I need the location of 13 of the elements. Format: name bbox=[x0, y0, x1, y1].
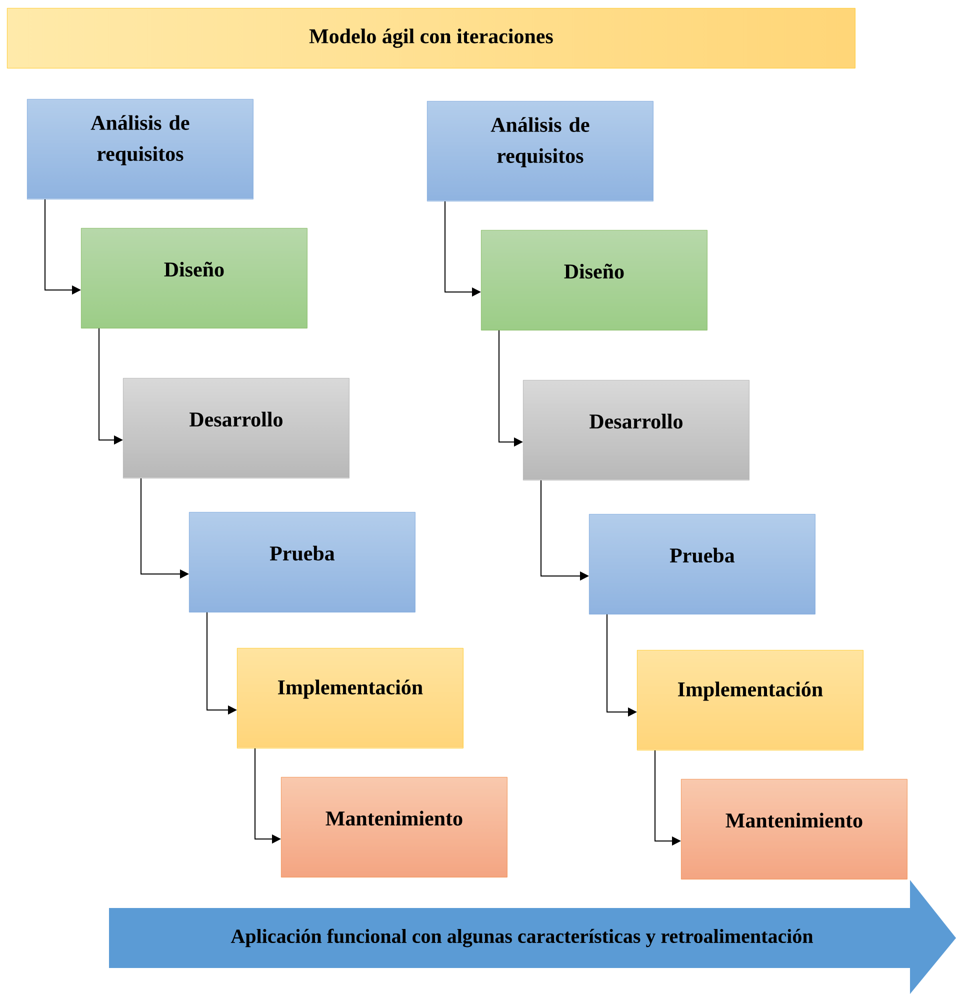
process-box: Análisis de requisitos bbox=[427, 101, 654, 202]
title-banner: Modelo ágil con iteraciones bbox=[7, 8, 856, 68]
process-box: Mantenimiento bbox=[681, 779, 908, 880]
process-box: Implementación bbox=[237, 648, 464, 748]
process-box: Prueba bbox=[189, 512, 416, 612]
process-box: Diseño bbox=[481, 230, 708, 330]
process-box: Análisis de requisitos bbox=[27, 99, 254, 200]
process-box: Prueba bbox=[589, 514, 816, 614]
process-box: Diseño bbox=[81, 228, 308, 328]
process-box: Desarrollo bbox=[523, 380, 750, 480]
process-box: Desarrollo bbox=[123, 378, 350, 478]
process-box: Implementación bbox=[637, 650, 864, 750]
process-box: Mantenimiento bbox=[281, 777, 508, 878]
